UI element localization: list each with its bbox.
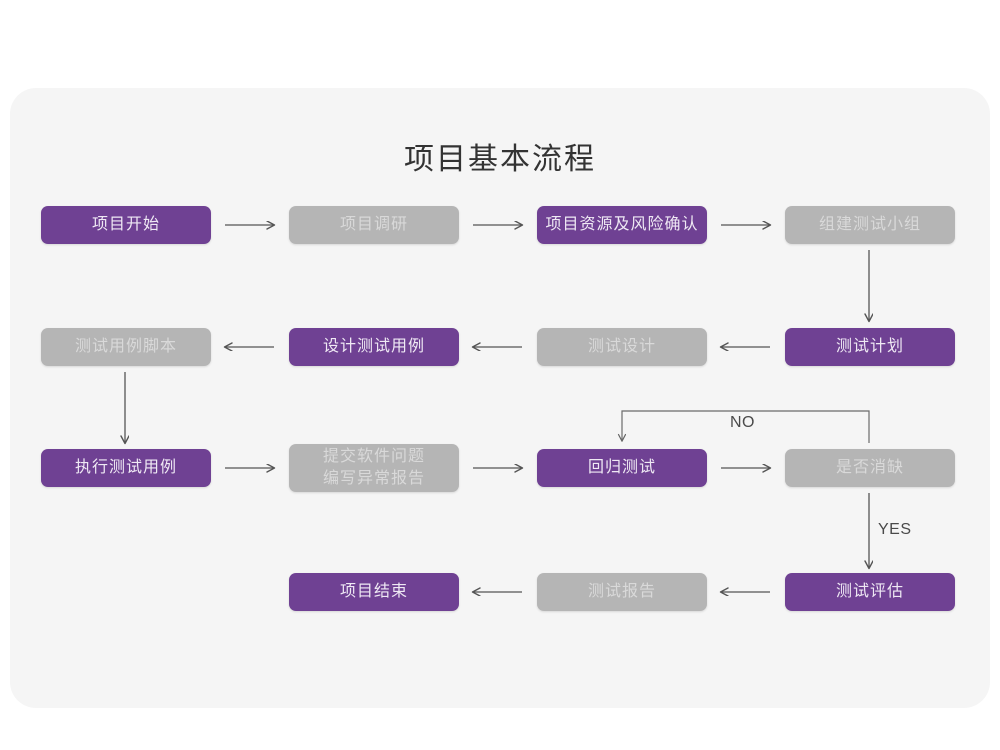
node-project-research[interactable]: 项目调研: [289, 206, 459, 244]
node-project-start[interactable]: 项目开始: [41, 206, 211, 244]
node-project-end[interactable]: 项目结束: [289, 573, 459, 611]
node-execute-test-case[interactable]: 执行测试用例: [41, 449, 211, 487]
diagram-card: [10, 88, 990, 708]
node-test-evaluation[interactable]: 测试评估: [785, 573, 955, 611]
node-test-report[interactable]: 测试报告: [537, 573, 707, 611]
edge-label-no: NO: [730, 414, 755, 431]
node-submit-defect-report[interactable]: 提交软件问题 编写异常报告: [289, 444, 459, 492]
node-defect-resolved[interactable]: 是否消缺: [785, 449, 955, 487]
edge-label-yes: YES: [878, 521, 912, 538]
node-test-design[interactable]: 测试设计: [537, 328, 707, 366]
node-regression-test[interactable]: 回归测试: [537, 449, 707, 487]
node-test-case-script[interactable]: 测试用例脚本: [41, 328, 211, 366]
node-test-plan[interactable]: 测试计划: [785, 328, 955, 366]
node-resource-risk-confirm[interactable]: 项目资源及风险确认: [537, 206, 707, 244]
node-design-test-case[interactable]: 设计测试用例: [289, 328, 459, 366]
page-title: 项目基本流程: [404, 143, 596, 176]
node-form-test-team[interactable]: 组建测试小组: [785, 206, 955, 244]
